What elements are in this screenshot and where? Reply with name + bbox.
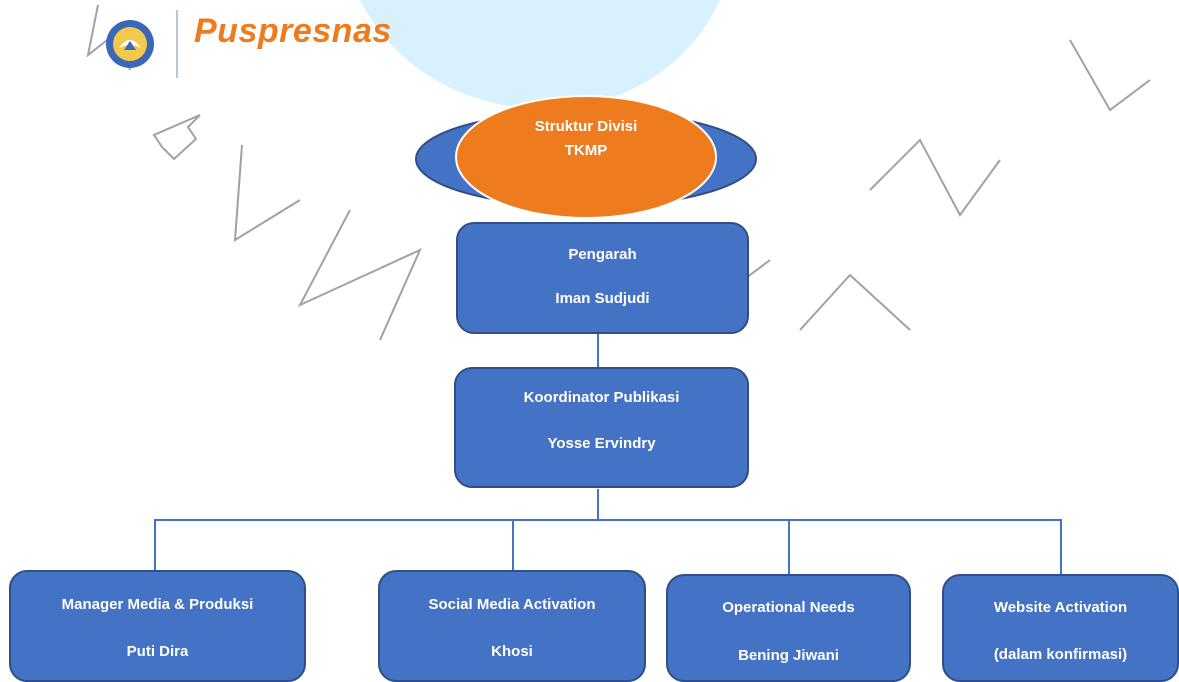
title-ellipses: [415, 95, 757, 219]
node-person: Yosse Ervindry: [547, 435, 656, 452]
connector-pengarah-koordinator: [597, 333, 599, 367]
connector-koordinator-bus: [597, 489, 599, 520]
node-koordinator: Koordinator Publikasi Yosse Ervindry: [454, 367, 749, 488]
connector-child-4: [1060, 519, 1062, 575]
tut-wuri-logo: [106, 20, 154, 68]
node-pengarah: Pengarah Iman Sudjudi: [456, 222, 749, 334]
title-line-1: Struktur Divisi: [534, 118, 638, 135]
connector-child-3: [788, 519, 790, 575]
connector-child-2: [512, 519, 514, 571]
node-role: Website Activation: [993, 599, 1128, 616]
node-person: Bening Jiwani: [738, 647, 839, 664]
node-role: Operational Needs: [722, 599, 855, 616]
connector-child-1: [154, 519, 156, 571]
connector-bus: [154, 519, 1062, 521]
node-child-manager-media: Manager Media & Produksi Puti Dira: [9, 570, 306, 682]
node-person: Iman Sudjudi: [555, 290, 650, 307]
node-child-website: Website Activation (dalam konfirmasi): [942, 574, 1179, 682]
diagram-title: Struktur Divisi TKMP: [414, 115, 758, 163]
node-role: Koordinator Publikasi: [523, 389, 680, 406]
node-role: Social Media Activation: [428, 596, 596, 613]
brand-name: Puspresnas: [194, 12, 392, 50]
watermark-letters: [86, 4, 1151, 341]
node-person: Puti Dira: [126, 643, 189, 660]
node-child-social-media: Social Media Activation Khosi: [378, 570, 646, 682]
node-role: Manager Media & Produksi: [61, 596, 254, 613]
node-person: Khosi: [491, 643, 533, 660]
logo-divider: [176, 10, 178, 78]
node-child-operational: Operational Needs Bening Jiwani: [666, 574, 911, 682]
node-role: Pengarah: [568, 246, 637, 263]
title-line-2: TKMP: [564, 142, 608, 159]
title-badge: Struktur Divisi TKMP: [414, 93, 758, 224]
watermark-shape: [360, 0, 720, 109]
node-person: (dalam konfirmasi): [993, 646, 1128, 663]
